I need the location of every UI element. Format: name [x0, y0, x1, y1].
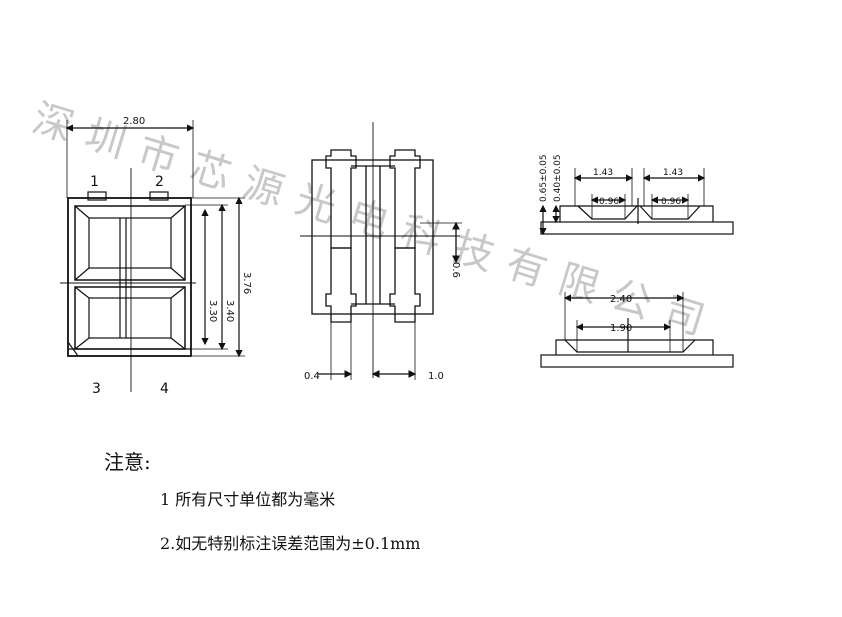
package-outline	[67, 197, 192, 357]
side-view-top	[539, 168, 734, 236]
cavity-bevel	[170, 267, 186, 281]
pin-label-3: 3	[92, 381, 101, 397]
pad-length-label: 0.6	[450, 262, 461, 278]
outer-width-label: 2.40	[610, 294, 632, 305]
front-view	[60, 120, 245, 392]
top-cavity-inner	[88, 217, 172, 269]
right-cavity-label: 0.96	[661, 197, 681, 207]
side-cavity-right	[639, 205, 701, 220]
pin-label-2: 2	[155, 174, 164, 190]
inner-width-label: 1.90	[610, 323, 632, 334]
side-view-bottom	[540, 292, 734, 368]
polarity-chamfer	[67, 341, 79, 357]
top-cavity-outer	[74, 205, 186, 281]
cavity-bevel	[170, 205, 186, 219]
cavity-bevel	[170, 286, 186, 299]
right-pitch-label: 1.43	[663, 168, 683, 178]
cavity-bevel	[74, 267, 90, 281]
cavity-bevel	[74, 286, 90, 299]
pin-label-1: 1	[90, 174, 99, 190]
pin-tab	[149, 191, 169, 201]
side-base-plate-bottom	[540, 354, 734, 368]
pad-view	[300, 122, 462, 380]
left-pitch-label: 1.43	[593, 168, 613, 178]
pad-gap-label: 1.0	[428, 371, 444, 382]
side-cavity-left	[577, 205, 638, 220]
pad-bottom-right	[389, 247, 421, 323]
left-cavity-label: 0.96	[599, 197, 619, 207]
cavity-bevel	[74, 205, 90, 219]
notes-title: 注意:	[104, 450, 151, 474]
cavity-bevel	[170, 337, 186, 350]
width-dimension-label: 2.80	[123, 116, 145, 127]
side-cavity-wide	[564, 339, 696, 353]
pin-tab	[87, 191, 107, 201]
note-line-1: 1 所有尺寸单位都为毫米	[160, 490, 336, 509]
side-base-plate	[540, 221, 734, 235]
bottom-cavity-inner	[88, 297, 172, 339]
pad-bottom-left	[325, 247, 357, 323]
pad-body-outline	[311, 159, 434, 315]
height-label-3-40: 3.40	[224, 300, 235, 322]
note-line-2: 2.如无特别标注误差范围为±0.1mm	[160, 534, 421, 553]
side-body-outline-bottom	[555, 339, 714, 355]
height-label-3-30: 3.30	[207, 300, 218, 322]
pin-label-4: 4	[160, 381, 169, 397]
pad-width-label: 0.4	[304, 371, 320, 382]
total-height-label: 0.65±0.05	[539, 154, 549, 202]
cavity-bevel	[74, 337, 90, 350]
body-height-label: 0.40±0.05	[553, 154, 563, 202]
bottom-cavity-outer	[74, 286, 186, 350]
side-body-outline	[559, 205, 714, 222]
height-label-3-76: 3.76	[241, 272, 252, 294]
